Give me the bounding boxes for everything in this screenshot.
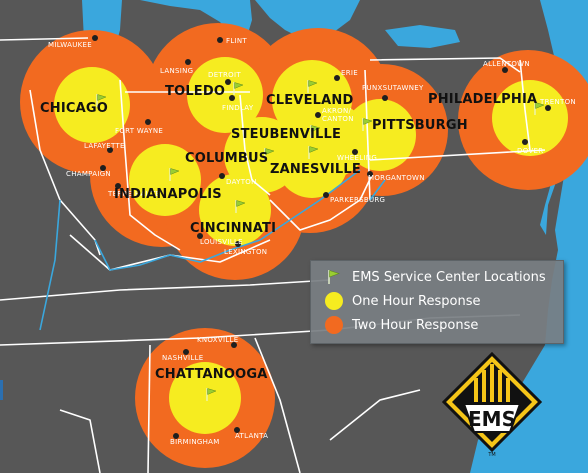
city-label: LOUISVILLE xyxy=(200,238,243,246)
city-label: LANSING xyxy=(160,67,193,75)
service-center-label: STEUBENVILLE xyxy=(231,127,341,142)
service-center-label: PITTSBURGH xyxy=(372,118,468,133)
lake-huron xyxy=(140,0,252,60)
service-center-label: CHICAGO xyxy=(40,101,108,116)
service-center-label: CINCINNATI xyxy=(190,221,276,236)
legend-item-two-hour: Two Hour Response xyxy=(325,315,478,335)
city-label: ALLENTOWN xyxy=(483,60,530,68)
city-label: FINDLAY xyxy=(222,104,254,112)
city-label: FLINT xyxy=(226,37,247,45)
city-labels: MILWAUKEE FLINT LANSING DETROIT FINDLAY … xyxy=(48,37,576,446)
legend-item-service-centers: EMS Service Center Locations xyxy=(325,267,546,287)
atlantic-ocean xyxy=(470,0,588,473)
one-hour-swatch xyxy=(325,292,343,310)
city-label: CANTON xyxy=(322,115,354,123)
service-center-label: PHILADELPHIA xyxy=(428,92,537,107)
service-center-label: TOLEDO xyxy=(165,84,225,99)
legend-label: One Hour Response xyxy=(352,293,481,309)
city-label: TERRE HAUTE xyxy=(107,190,160,198)
side-edge-tab xyxy=(0,380,3,400)
service-center-label: COLUMBUS xyxy=(185,151,268,166)
city-label: DAYTON xyxy=(226,178,257,186)
city-label: MORGANTOWN xyxy=(368,174,425,182)
legend-item-one-hour: One Hour Response xyxy=(325,291,480,311)
city-label: AKRON/ xyxy=(322,107,351,115)
service-center-labels: CHICAGO TOLEDO CLEVELAND PHILADELPHIA ST… xyxy=(40,84,537,382)
map-legend: EMS Service Center Locations One Hour Re… xyxy=(310,260,564,344)
city-label: MILWAUKEE xyxy=(48,41,92,49)
city-label: LEXINGTON xyxy=(224,248,267,256)
city-label: PARKERSBURG xyxy=(330,196,385,204)
city-label: TRENTON xyxy=(539,98,576,106)
city-label: WHEELING xyxy=(337,154,377,162)
city-label: FORT WAYNE xyxy=(115,127,163,135)
legend-label: EMS Service Center Locations xyxy=(352,269,546,285)
city-label: LAFAYETTE xyxy=(84,142,125,150)
city-label: DETROIT xyxy=(208,71,241,79)
city-label: PUNXSUTAWNEY xyxy=(362,84,424,92)
service-center-label: INDIANAPOLIS xyxy=(114,187,222,202)
lake-ontario xyxy=(385,25,460,48)
ems-logo: EMS TM xyxy=(441,351,543,460)
logo-tm: TM xyxy=(487,452,495,458)
city-label: ERIE xyxy=(341,69,358,77)
legend-label: Two Hour Response xyxy=(352,317,479,333)
one-hour-response-areas xyxy=(54,57,568,434)
city-label: DOVER xyxy=(517,147,543,155)
service-center-label: CHATTANOOGA xyxy=(155,367,267,382)
city-label: BIRMINGHAM xyxy=(170,438,220,446)
city-label: CHAMPAIGN xyxy=(66,170,111,178)
service-center-label: CLEVELAND xyxy=(266,93,353,108)
two-hour-swatch xyxy=(325,316,343,334)
service-center-label: ZANESVILLE xyxy=(270,162,361,177)
city-label: KNOXVILLE xyxy=(197,336,238,344)
city-dots xyxy=(92,35,551,439)
flag-icon xyxy=(328,270,340,284)
city-label: ATLANTA xyxy=(235,432,268,440)
city-label: NASHVILLE xyxy=(162,354,204,362)
two-hour-response-areas xyxy=(20,23,588,468)
logo-text: EMS xyxy=(468,407,516,431)
